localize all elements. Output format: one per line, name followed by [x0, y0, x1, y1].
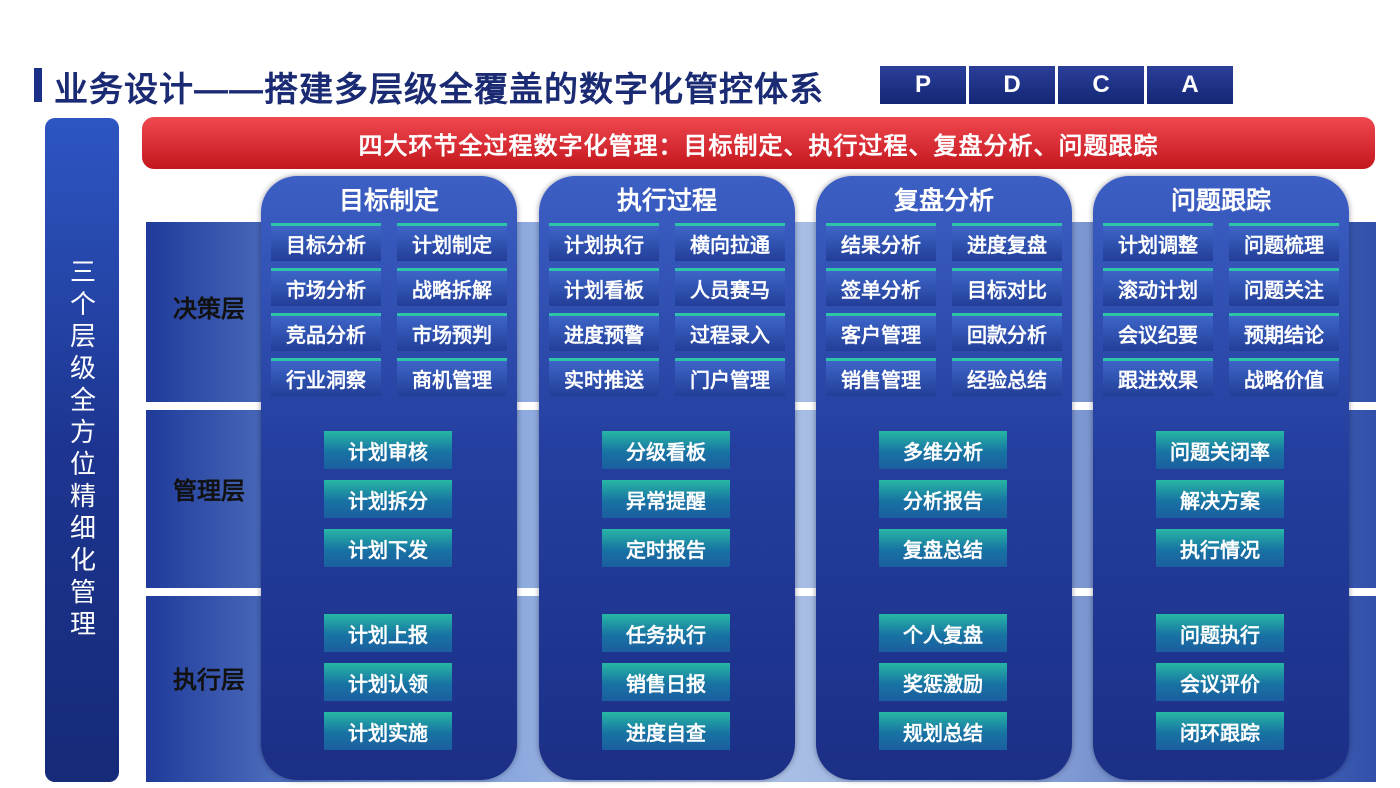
management-item: 定时报告	[602, 529, 730, 567]
management-item: 解决方案	[1156, 480, 1284, 518]
side-label: 三个层级全方位精细化管理	[66, 258, 97, 642]
management-item: 分析报告	[879, 480, 1007, 518]
decision-item: 人员赛马	[675, 268, 785, 306]
management-item: 分级看板	[602, 431, 730, 469]
execution-item: 奖惩激励	[879, 663, 1007, 701]
management-item: 复盘总结	[879, 529, 1007, 567]
side-panel: 三个层级全方位精细化管理	[45, 118, 119, 782]
decision-item: 进度复盘	[952, 223, 1062, 261]
top-banner: 四大环节全过程数字化管理：目标制定、执行过程、复盘分析、问题跟踪	[142, 117, 1375, 169]
pdca-bar: P D C A	[880, 66, 1236, 104]
decision-item: 商机管理	[397, 358, 507, 396]
column-2: 执行过程计划执行横向拉通计划看板人员赛马进度预警过程录入实时推送门户管理分级看板…	[539, 176, 795, 780]
decision-item: 销售管理	[826, 358, 936, 396]
decision-item: 市场分析	[271, 268, 381, 306]
execution-item: 任务执行	[602, 614, 730, 652]
management-item: 计划拆分	[324, 480, 452, 518]
execution-item: 计划实施	[324, 712, 452, 750]
execution-item: 计划认领	[324, 663, 452, 701]
decision-item: 经验总结	[952, 358, 1062, 396]
execution-item: 规划总结	[879, 712, 1007, 750]
execution-item: 进度自查	[602, 712, 730, 750]
management-item: 多维分析	[879, 431, 1007, 469]
decision-item: 跟进效果	[1103, 358, 1213, 396]
decision-item: 战略拆解	[397, 268, 507, 306]
decision-item: 问题梳理	[1229, 223, 1339, 261]
pdca-d: D	[969, 66, 1055, 104]
management-item: 问题关闭率	[1156, 431, 1284, 469]
pdca-p: P	[880, 66, 966, 104]
decision-item: 过程录入	[675, 313, 785, 351]
decision-item: 会议纪要	[1103, 313, 1213, 351]
execution-item: 个人复盘	[879, 614, 1007, 652]
decision-item: 战略价值	[1229, 358, 1339, 396]
decision-item: 计划调整	[1103, 223, 1213, 261]
column-4: 问题跟踪计划调整问题梳理滚动计划问题关注会议纪要预期结论跟进效果战略价值问题关闭…	[1093, 176, 1349, 780]
decision-item: 签单分析	[826, 268, 936, 306]
decision-item: 目标分析	[271, 223, 381, 261]
decision-item: 结果分析	[826, 223, 936, 261]
execution-item: 闭环跟踪	[1156, 712, 1284, 750]
decision-item: 行业洞察	[271, 358, 381, 396]
decision-item: 计划制定	[397, 223, 507, 261]
column-title: 执行过程	[616, 187, 717, 215]
title-accent-bar	[34, 68, 42, 102]
execution-item: 会议评价	[1156, 663, 1284, 701]
execution-item: 销售日报	[602, 663, 730, 701]
column-title: 复盘分析	[893, 187, 994, 215]
decision-item: 滚动计划	[1103, 268, 1213, 306]
column-3: 复盘分析结果分析进度复盘签单分析目标对比客户管理回款分析销售管理经验总结多维分析…	[816, 176, 1072, 780]
column-title: 问题跟踪	[1170, 187, 1271, 215]
column-title: 目标制定	[338, 187, 439, 215]
page-title: 业务设计——搭建多层级全覆盖的数字化管控体系	[54, 71, 824, 109]
decision-item: 计划看板	[549, 268, 659, 306]
layer-label-management: 管理层	[173, 478, 245, 505]
decision-item: 横向拉通	[675, 223, 785, 261]
management-item: 执行情况	[1156, 529, 1284, 567]
decision-item: 问题关注	[1229, 268, 1339, 306]
execution-item: 问题执行	[1156, 614, 1284, 652]
pdca-c: C	[1058, 66, 1144, 104]
decision-item: 市场预判	[397, 313, 507, 351]
execution-item: 计划上报	[324, 614, 452, 652]
management-item: 计划下发	[324, 529, 452, 567]
column-1: 目标制定目标分析计划制定市场分析战略拆解竞品分析市场预判行业洞察商机管理计划审核…	[261, 176, 517, 780]
decision-item: 计划执行	[549, 223, 659, 261]
decision-item: 实时推送	[549, 358, 659, 396]
management-item: 异常提醒	[602, 480, 730, 518]
decision-item: 竞品分析	[271, 313, 381, 351]
decision-item: 门户管理	[675, 358, 785, 396]
pdca-a: A	[1147, 66, 1233, 104]
layer-label-decision: 决策层	[173, 296, 245, 323]
layer-label-execution: 执行层	[173, 667, 245, 694]
decision-item: 进度预警	[549, 313, 659, 351]
management-item: 计划审核	[324, 431, 452, 469]
decision-item: 客户管理	[826, 313, 936, 351]
decision-item: 预期结论	[1229, 313, 1339, 351]
decision-item: 回款分析	[952, 313, 1062, 351]
decision-item: 目标对比	[952, 268, 1062, 306]
